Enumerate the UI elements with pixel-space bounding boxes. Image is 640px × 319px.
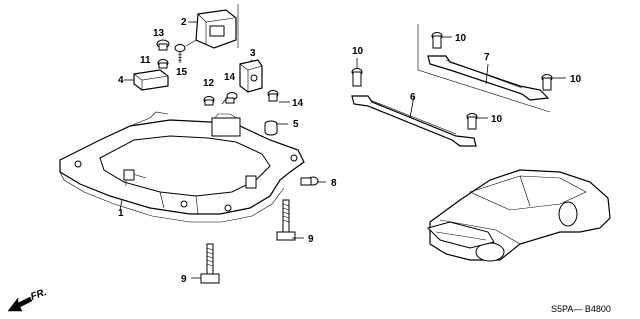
part-10-bolt-c [541, 74, 553, 91]
part-12-bolt [203, 96, 215, 106]
part-10-bolt-b [431, 32, 443, 49]
leader-lines [119, 21, 566, 279]
callout-10-d: 10 [491, 114, 503, 125]
fr-label: FR. [29, 287, 48, 303]
callout-10-a: 10 [352, 46, 364, 57]
callout-12: 12 [203, 78, 215, 89]
part-2-mount-bracket [195, 4, 239, 49]
callout-8: 8 [331, 178, 337, 189]
callout-4: 4 [118, 75, 124, 86]
callout-14-upper: 14 [224, 72, 236, 83]
part-3-bracket [239, 59, 263, 93]
part-15-bolt [174, 39, 197, 63]
part-8-bolt [300, 176, 319, 186]
part-13-bolt [156, 39, 170, 51]
part-11-nut [157, 59, 169, 69]
callout-14-lower: 14 [292, 98, 304, 109]
callout-9-upper: 9 [308, 234, 314, 245]
callout-3: 3 [250, 48, 256, 59]
part-14-bolt-upper [221, 92, 238, 105]
callout-6: 6 [410, 92, 416, 103]
vehicle-location-illustration [427, 169, 611, 262]
callout-2: 2 [181, 17, 187, 28]
part-1-subframe [59, 111, 305, 223]
part-10-bolt-a [351, 68, 363, 87]
callout-5: 5 [293, 119, 299, 130]
callout-1: 1 [118, 208, 124, 219]
callout-10-b: 10 [455, 33, 467, 44]
part-14-bolt-lower [267, 90, 279, 102]
part-4-mount [133, 69, 169, 91]
arrow-icon [7, 296, 33, 312]
callout-10-c: 10 [570, 74, 582, 85]
callout-11: 11 [140, 55, 151, 66]
part-7-stiffener-bar [417, 24, 551, 113]
part-10-bolt-d [466, 113, 478, 130]
part-9-bolt-lower [200, 243, 220, 284]
callout-13: 13 [153, 28, 165, 39]
callout-9-lower: 9 [181, 274, 187, 285]
part-5-spacer [264, 120, 278, 136]
callout-labels: 1 2 3 4 5 6 7 8 9 9 10 10 10 10 11 12 13… [118, 17, 582, 285]
part-6-stiffener-bar [351, 95, 477, 147]
callout-7: 7 [484, 52, 490, 63]
callout-15: 15 [176, 67, 188, 78]
drawing-code: S5PA— B4800 [551, 304, 611, 314]
front-direction-arrow: FR. [7, 287, 48, 312]
part-9-bolt-upper [276, 199, 296, 241]
